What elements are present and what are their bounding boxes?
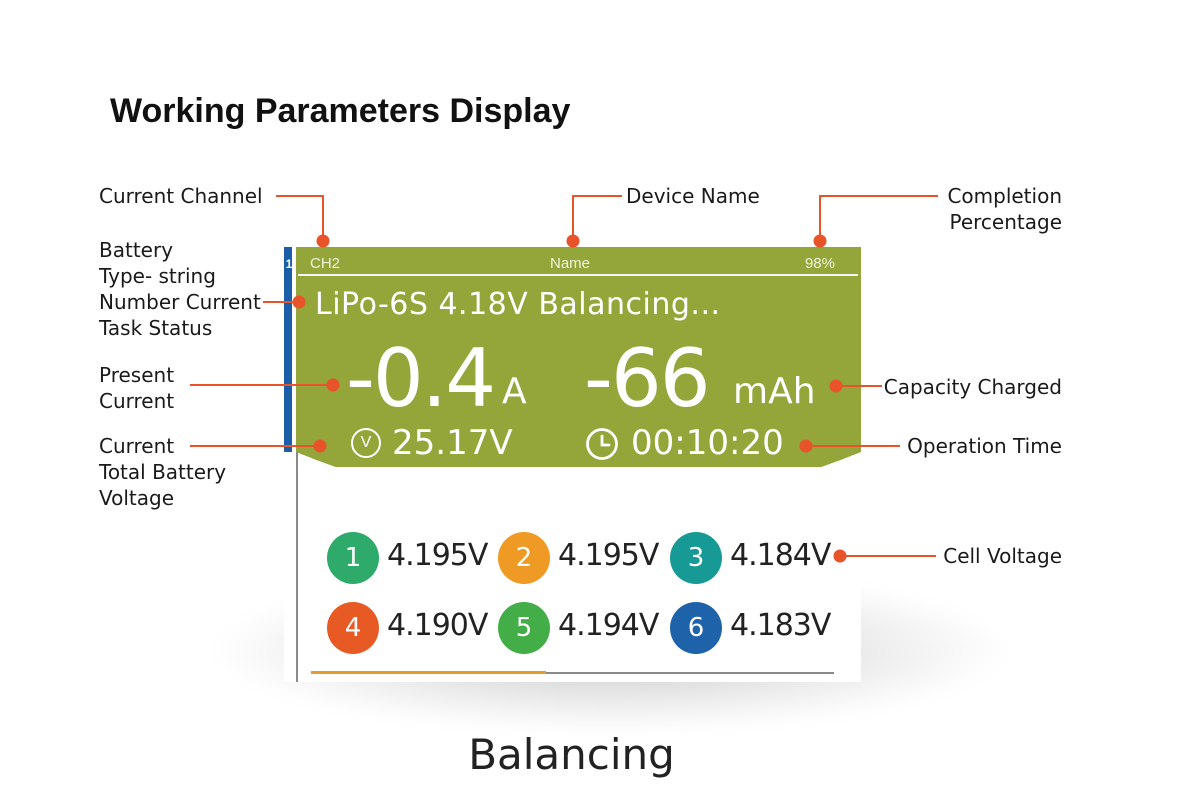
label-operation-time: Operation Time	[907, 434, 1062, 458]
left-divider	[296, 452, 298, 682]
progress-fill	[311, 671, 546, 674]
cell-voltage-value: 4.184V	[730, 538, 831, 573]
green-panel	[296, 247, 861, 467]
label-completion-percentage: Completion Percentage	[947, 184, 1062, 234]
leader-current-channel	[276, 195, 324, 240]
label-present-current: Present Current	[99, 363, 175, 413]
clock-icon	[586, 428, 618, 460]
label-battery-type: Battery Type- string Number Current Task…	[99, 238, 261, 340]
total-voltage: 25.17V	[392, 423, 513, 463]
channel-label: CH2	[310, 255, 341, 272]
leader-dot	[316, 234, 330, 248]
present-current-value: -0.4	[346, 332, 496, 425]
label-cell-voltage: Cell Voltage	[943, 544, 1062, 568]
device-screen: 1 CH2 Name 98% LiPo-6S 4.18V Balancing..…	[284, 247, 861, 682]
operation-time: 00:10:20	[631, 423, 784, 463]
cell-voltage-value: 4.195V	[387, 538, 488, 573]
current-unit: A	[502, 371, 527, 412]
leader-dot	[566, 234, 580, 248]
status-topbar: CH2 Name 98%	[296, 247, 861, 275]
cell-voltage-value: 4.194V	[558, 608, 659, 643]
cell-number-badge: 6	[670, 602, 722, 654]
cell-number-badge: 1	[327, 532, 379, 584]
cell-number-badge: 2	[498, 532, 550, 584]
cell-voltage-value: 4.195V	[558, 538, 659, 573]
device-name: Name	[550, 255, 591, 272]
leader-dot	[813, 234, 827, 248]
channel-index: 1	[285, 257, 293, 271]
voltage-icon: V	[351, 428, 381, 458]
mode-caption: Balancing	[468, 730, 675, 779]
leader-completion	[819, 195, 938, 240]
cell-number-badge: 5	[498, 602, 550, 654]
label-total-voltage: Current Total Battery Voltage	[99, 434, 227, 510]
capacity-value: -66	[584, 332, 711, 425]
task-status: LiPo-6S 4.18V Balancing...	[315, 287, 721, 322]
cell-number-badge: 3	[670, 532, 722, 584]
progress-track	[311, 672, 834, 674]
cell-voltage-value: 4.190V	[387, 608, 488, 643]
cell-voltage-value: 4.183V	[730, 608, 831, 643]
label-current-channel: Current Channel	[99, 184, 263, 208]
label-capacity-charged: Capacity Charged	[883, 375, 1062, 399]
leader-device-name	[572, 195, 622, 240]
label-device-name: Device Name	[626, 184, 760, 208]
page-heading: Working Parameters Display	[110, 92, 571, 130]
capacity-unit: mAh	[733, 371, 816, 412]
cell-number-badge: 4	[327, 602, 379, 654]
topbar-divider	[298, 274, 858, 276]
completion-percentage: 98%	[804, 255, 835, 272]
channel-indicator-bar	[284, 247, 292, 452]
